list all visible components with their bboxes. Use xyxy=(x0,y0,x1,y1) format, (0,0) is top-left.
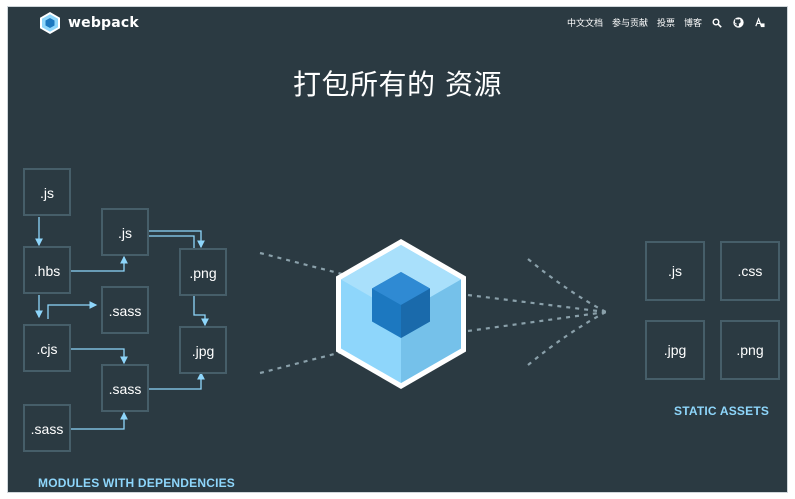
asset-label: .css xyxy=(738,263,763,279)
module-box-sass: .sass xyxy=(101,286,149,334)
module-box-hbs: .hbs xyxy=(23,246,71,294)
asset-box-css: .css xyxy=(720,241,780,301)
asset-label: .js xyxy=(668,263,682,279)
search-icon[interactable] xyxy=(711,17,723,29)
module-label: .sass xyxy=(31,421,64,437)
webpack-homepage: webpack 中文文档 参与贡献 投票 博客 xyxy=(7,6,788,493)
asset-label: .jpg xyxy=(664,342,687,358)
module-label: .png xyxy=(189,265,216,281)
nav-menu: 中文文档 参与贡献 投票 博客 xyxy=(567,16,765,29)
github-icon[interactable] xyxy=(732,17,744,29)
asset-box-js: .js xyxy=(645,241,705,301)
asset-label: .png xyxy=(736,342,763,358)
module-label: .cjs xyxy=(37,341,58,357)
logo-link[interactable]: webpack xyxy=(38,11,139,35)
webpack-logo-icon xyxy=(40,12,60,34)
hero-title: 打包所有的 资源 xyxy=(293,68,502,101)
module-boxes: .js .hbs .cjs .sass .js .sass xyxy=(23,168,227,452)
module-label: .jpg xyxy=(192,343,215,359)
flow-lines xyxy=(259,251,607,375)
module-box-sass: .sass xyxy=(101,364,149,412)
nav-blog-link[interactable]: 博客 xyxy=(683,19,702,29)
dependency-arrows xyxy=(35,217,209,430)
top-navigation: webpack 中文文档 参与贡献 投票 博客 xyxy=(8,7,787,39)
nav-docs-link[interactable]: 中文文档 xyxy=(566,19,603,29)
asset-boxes: .js .css .jpg .png xyxy=(645,241,780,380)
module-box-js: .js xyxy=(101,208,149,256)
bundling-diagram: .js .hbs .cjs .sass .js .sass xyxy=(23,168,780,452)
module-box-png: .png xyxy=(179,248,227,296)
webpack-cube-icon xyxy=(336,239,466,389)
logo-text: webpack xyxy=(68,15,139,31)
asset-box-jpg: .jpg xyxy=(645,320,705,380)
module-box-jpg: .jpg xyxy=(179,326,227,374)
modules-label: MODULES WITH DEPENDENCIES xyxy=(38,476,236,490)
module-label: .js xyxy=(40,185,54,201)
nav-contribute-link[interactable]: 参与贡献 xyxy=(611,19,648,29)
static-assets-label: STATIC ASSETS xyxy=(674,404,770,418)
module-label: .sass xyxy=(109,303,142,319)
module-box-cjs: .cjs xyxy=(23,324,71,372)
language-icon[interactable] xyxy=(753,17,765,29)
asset-box-png: .png xyxy=(720,320,780,380)
module-box-js: .js xyxy=(23,168,71,216)
nav-vote-link[interactable]: 投票 xyxy=(656,19,675,29)
module-label: .hbs xyxy=(34,263,60,279)
module-label: .sass xyxy=(109,381,142,397)
module-box-sass: .sass xyxy=(23,404,71,452)
module-label: .js xyxy=(118,225,132,241)
